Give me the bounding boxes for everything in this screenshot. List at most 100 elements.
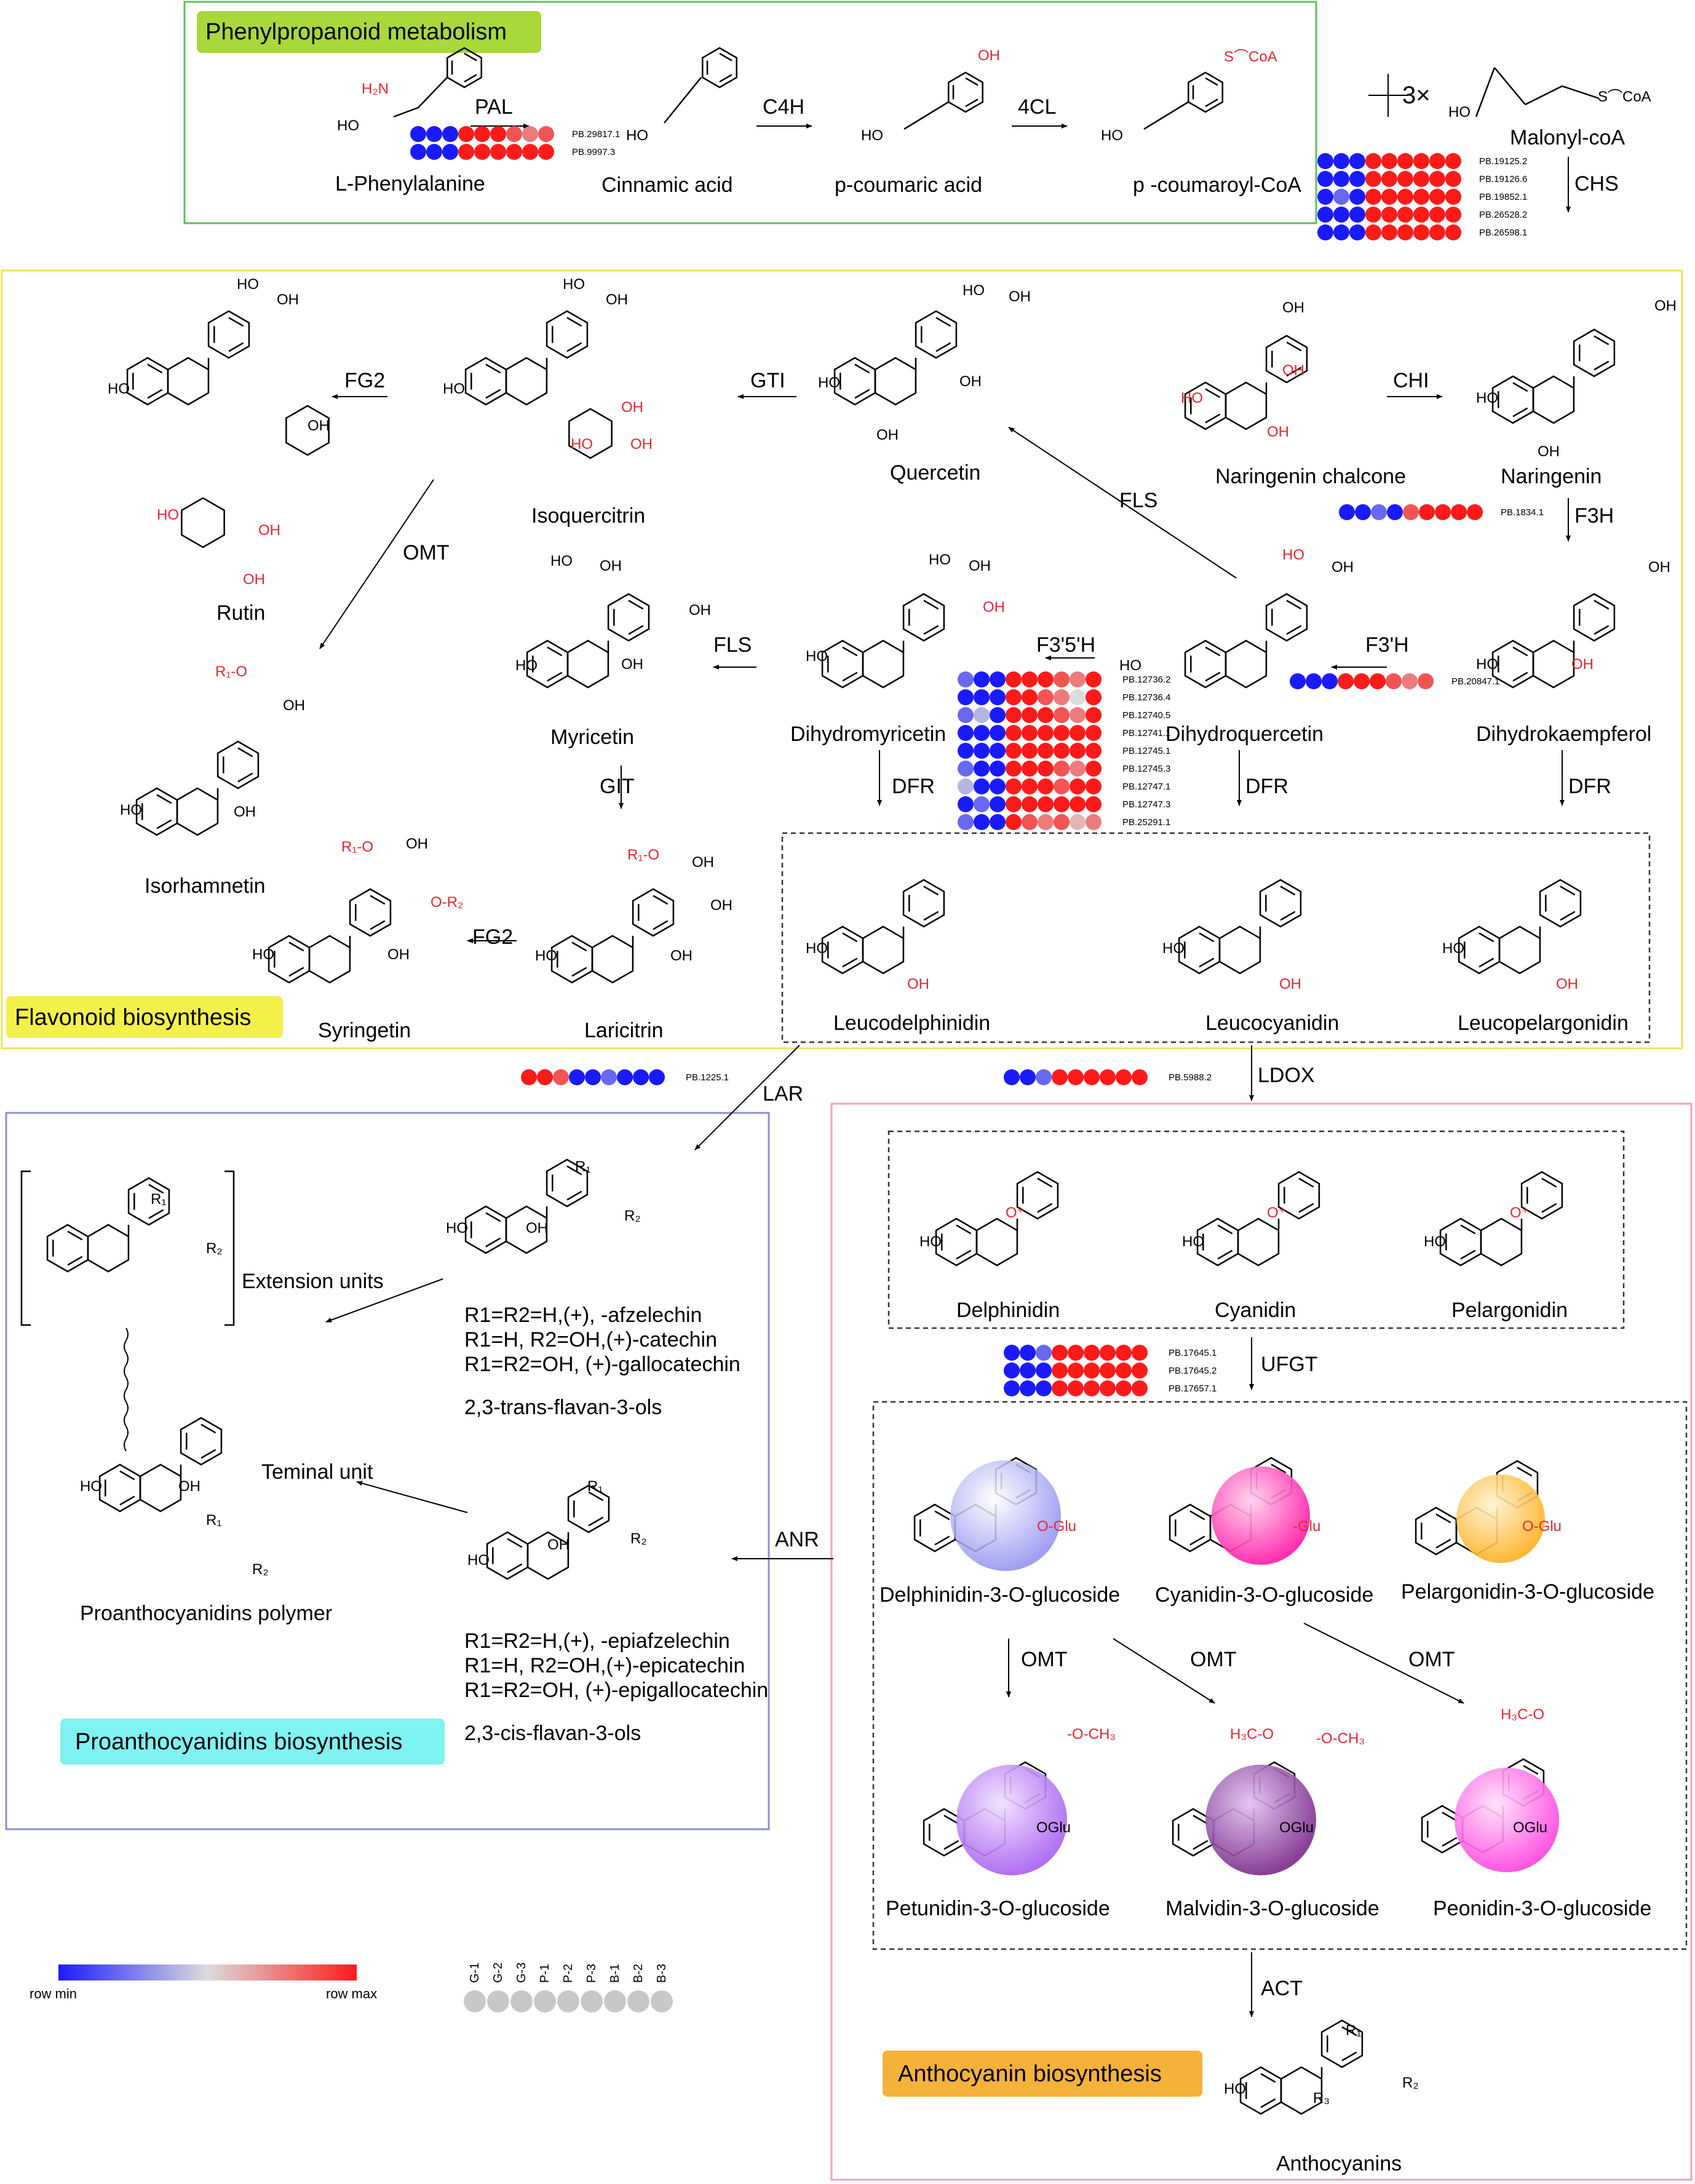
bond (1494, 67, 1526, 105)
double-bond (67, 1256, 83, 1266)
sample-dot (651, 1990, 673, 2012)
atom-label: R₁-O (215, 663, 247, 680)
compound-leucodelphinidin: Leucodelphinidin (833, 1011, 990, 1035)
atom-label: OH (1556, 976, 1578, 992)
extension-unit-b-ring (127, 1177, 170, 1226)
anthocyanin-box (830, 1102, 1693, 2181)
atom-label: S⌒CoA (1224, 49, 1277, 65)
heat-cell (1116, 1069, 1132, 1085)
heat-cell (1467, 504, 1483, 520)
heat-cell (1116, 1380, 1132, 1396)
structure-atom-labels: H₂N HO HO HO OH HO S⌒CoA HO S⌒CoA OH HO … (80, 47, 1677, 2107)
double-bond (842, 671, 858, 682)
note-trans-1: R1=R2=H,(+), -afzelechin (464, 1304, 702, 1327)
atom-label: H₂N (362, 81, 389, 97)
double-bond (1280, 911, 1296, 921)
atom-label: OH (243, 571, 265, 588)
malonyl-multiplier: 3× (1402, 82, 1431, 109)
heat-cell (1306, 673, 1322, 689)
heat-cell (1054, 725, 1070, 741)
double-bond (1205, 646, 1221, 657)
heat-cell (490, 144, 506, 160)
atom-label: OH (526, 1220, 548, 1236)
atom-label: HO (626, 127, 648, 144)
atom-label: O⁺ (1006, 1205, 1025, 1221)
heat-cell (1333, 224, 1349, 240)
heat-cell (1070, 814, 1086, 830)
atom-label: HO (806, 648, 828, 665)
compound-syringetin: Syringetin (318, 1019, 411, 1042)
atom-label: OH (1332, 559, 1354, 576)
double-bond (653, 920, 669, 930)
double-bond (719, 74, 732, 83)
heat-cell (1349, 224, 1365, 240)
compound-isorhamnetin: Isorhamnetin (145, 874, 266, 898)
heat-cell (1086, 814, 1102, 830)
heat-cell (1006, 743, 1022, 759)
double-bond (1205, 77, 1218, 86)
trans-flavanol-b-ring (546, 1158, 589, 1208)
compound-delphinidin-3-o-glucoside: Delphinidin-3-O-glucoside (879, 1583, 1120, 1607)
gene-id-label: PB.12745.3 (1122, 764, 1170, 774)
heat-cell (1022, 671, 1038, 687)
sample-label: B-2 (632, 1964, 645, 1983)
heat-cell (1020, 1069, 1036, 1085)
double-bond (956, 1224, 972, 1235)
heat-cell (1445, 153, 1461, 169)
atom-label: HO (108, 381, 130, 397)
atom-label: HO (818, 374, 840, 391)
gene-id-label: PB.20847.1 (1451, 676, 1499, 687)
heat-cell (1365, 153, 1381, 169)
heat-cell (1054, 671, 1070, 687)
gene-id-label: PB.12736.2 (1122, 675, 1170, 685)
double-bond (1193, 1814, 1209, 1825)
heat-cell (1086, 725, 1102, 741)
naringenin-chalcone-c-ring (1225, 381, 1268, 430)
bond (1525, 85, 1563, 106)
heat-cell (1317, 207, 1333, 223)
syringetin-c-ring (308, 935, 351, 984)
heat-cell (1100, 1363, 1116, 1379)
heat-cell (1054, 814, 1070, 830)
double-bond (1435, 1538, 1451, 1549)
compound-proanthocyanidins-polymer: Proanthocyanidins polymer (80, 1602, 332, 1625)
malvidin-sphere (1205, 1765, 1316, 1875)
heat-cell (1038, 671, 1054, 687)
enzyme-act: ACT (1261, 1977, 1303, 2000)
atom-label: OH (406, 836, 428, 852)
atom-label: HO (1448, 104, 1471, 121)
section-title: Flavonoid biosynthesis (15, 1005, 251, 1031)
extension-unit-bracket (20, 1170, 235, 1452)
heat-cell (1349, 207, 1365, 223)
atom-label: R₃ (1313, 2090, 1330, 2107)
laricitrin-c-ring (591, 935, 634, 984)
atom-label: OH (1282, 362, 1304, 379)
note-trans-3: R1=R2=OH, (+)-gallocatechin (464, 1353, 740, 1376)
heat-cell (1413, 171, 1429, 187)
atom-label: HO (1424, 1233, 1446, 1250)
atom-label: OH (978, 47, 1000, 64)
atom-label: HO (1119, 657, 1141, 674)
double-bond (147, 363, 163, 374)
double-bond (566, 1165, 582, 1176)
gene-id-label: PB.1225.1 (686, 1072, 729, 1083)
double-bond (1280, 885, 1296, 896)
atom-label: R₁ (575, 1158, 590, 1175)
double-bond (1541, 1177, 1557, 1188)
heat-cell (1022, 761, 1038, 777)
double-bond (588, 1516, 604, 1527)
peonidin-sphere (1455, 1768, 1559, 1872)
leucocyanidin-b-ring (1259, 879, 1302, 928)
heat-cell (1381, 207, 1397, 223)
rutin-b-ring (207, 310, 250, 359)
double-bond (935, 342, 951, 352)
gene-id-label: PB.19125.2 (1479, 156, 1527, 167)
myricetin-c-ring (566, 639, 609, 689)
heat-cell (990, 689, 1006, 705)
double-bond (842, 932, 858, 943)
heat-cell (1038, 743, 1054, 759)
double-bond (370, 920, 386, 930)
gene-id-label: PB.19852.1 (1479, 192, 1527, 202)
atom-label: HO (1101, 127, 1123, 144)
bond (418, 77, 448, 108)
